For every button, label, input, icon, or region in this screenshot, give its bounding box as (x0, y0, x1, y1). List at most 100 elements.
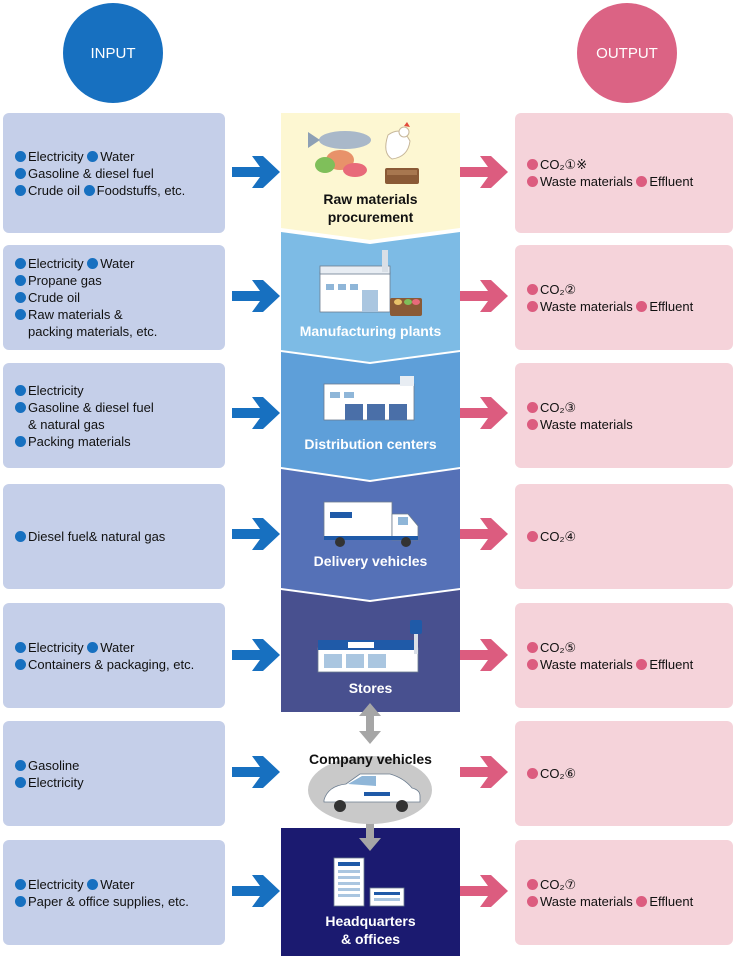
input-line: Electricity Water (15, 255, 213, 272)
input-line: Electricity Water (15, 876, 213, 893)
input-item: Raw materials & (28, 307, 123, 322)
output-item: CO₂⑦ (540, 876, 577, 892)
input-bullet-icon (87, 641, 99, 653)
output-item: CO₂④ (540, 529, 577, 544)
stage-delivery-label: Delivery vehicles (281, 552, 460, 570)
input-item: Electricity (28, 876, 84, 892)
output-bullet-icon (636, 895, 648, 907)
input-line: Diesel fuel& natural gas (15, 528, 213, 545)
input-item: Water (100, 876, 135, 892)
stage-stores-label: Stores (281, 679, 460, 697)
output-bullet-icon (527, 641, 538, 653)
input-bullet-icon (15, 895, 26, 907)
input-line: Electricity (15, 774, 213, 791)
input-bullet-icon (15, 658, 26, 670)
output-item: CO₂①※ (540, 157, 588, 172)
company-car-icon (323, 773, 421, 812)
output-item: Effluent (649, 656, 694, 672)
input-line: Gasoline & diesel fuel (15, 165, 213, 182)
delivery-truck-icon (323, 501, 419, 547)
output-item: CO₂⑤ (540, 639, 577, 655)
output-box-delivery: CO₂④ (515, 484, 733, 589)
input-item: Containers & packaging, etc. (28, 656, 195, 672)
stage-raw-materials-label: Raw materials procurement (281, 190, 460, 226)
office-buildings-icon (333, 857, 405, 907)
input-line: Electricity Water (15, 148, 213, 165)
input-line: Gasoline & diesel fuel (15, 399, 213, 416)
output-bullet-icon (636, 658, 648, 670)
input-line: & natural gas (15, 416, 213, 433)
food-illustration-icon (308, 122, 419, 184)
output-line: CO₂①※ (527, 156, 721, 173)
output-item: CO₂③ (540, 399, 577, 415)
stage-label-line: Manufacturing plants (299, 323, 442, 339)
input-line: Gasoline (15, 757, 213, 774)
input-item: Packing materials (28, 433, 131, 449)
input-item: Gasoline & diesel fuel (28, 399, 154, 415)
output-item: Waste materials (540, 656, 633, 672)
input-item: Electricity (28, 382, 84, 398)
input-item: Water (100, 256, 135, 271)
input-header: INPUT (63, 3, 163, 103)
input-item: packing materials, etc. (28, 324, 158, 339)
output-item: Waste materials (540, 893, 633, 909)
input-bullet-icon (15, 292, 26, 303)
output-line: Waste materials Effluent (527, 173, 721, 190)
input-line: Crude oil (15, 289, 213, 306)
input-item: Electricity (28, 256, 84, 271)
output-bullet-icon (636, 176, 648, 187)
stage-company-vehicles-label: Company vehicles (281, 750, 460, 768)
output-bullet-icon (527, 283, 538, 295)
input-box-delivery: Diesel fuel& natural gas (3, 484, 225, 589)
stage-label-line: & offices (340, 931, 401, 947)
output-bullet-icon (527, 878, 538, 890)
output-item: Effluent (649, 174, 694, 189)
input-bullet-icon (15, 167, 26, 179)
input-line: Paper & office supplies, etc. (15, 893, 213, 910)
output-box-company-vehicles: CO₂⑥ (515, 721, 733, 826)
output-bullet-icon (527, 658, 538, 670)
input-item: Electricity (28, 774, 84, 790)
input-bullet-icon (15, 150, 26, 162)
input-bullet-icon (15, 435, 26, 447)
output-item: Waste materials (540, 416, 633, 432)
output-line: CO₂⑦ (527, 876, 721, 893)
input-line: Electricity Water (15, 639, 213, 656)
output-header: OUTPUT (577, 3, 677, 103)
output-line: CO₂② (527, 281, 721, 298)
output-item: CO₂⑥ (540, 766, 577, 781)
output-line: Waste materials (527, 416, 721, 433)
input-bullet-icon (15, 275, 26, 286)
output-line: Waste materials Effluent (527, 298, 721, 315)
output-bullet-icon (527, 531, 538, 542)
stage-label-line: Company vehicles (309, 751, 432, 767)
link-arrow-stores-vehicles (359, 703, 381, 744)
output-line: CO₂⑤ (527, 639, 721, 656)
input-item: Gasoline (28, 757, 80, 773)
input-arrows (232, 156, 280, 907)
output-line: CO₂③ (527, 399, 721, 416)
output-bullet-icon (527, 895, 538, 907)
output-item: Waste materials (540, 298, 633, 314)
convenience-store-icon (317, 620, 422, 673)
input-bullet-icon (15, 309, 26, 320)
input-bullet-icon (87, 258, 99, 269)
input-bullet-icon (15, 531, 26, 542)
factory-icon (319, 250, 422, 316)
output-bullet-icon (527, 418, 538, 430)
stage-manufacturing-label: Manufacturing plants (281, 322, 460, 340)
stage-label-line: Raw materials (323, 191, 418, 207)
output-box-raw-materials: CO₂①※Waste materials Effluent (515, 113, 733, 233)
input-line: Electricity (15, 382, 213, 399)
output-item: CO₂② (540, 281, 577, 297)
input-item: Diesel fuel& natural gas (28, 529, 166, 544)
output-header-label: OUTPUT (596, 44, 658, 62)
input-bullet-icon (15, 759, 26, 771)
input-bullet-icon (15, 776, 26, 788)
stage-label-line: Distribution centers (304, 436, 437, 452)
